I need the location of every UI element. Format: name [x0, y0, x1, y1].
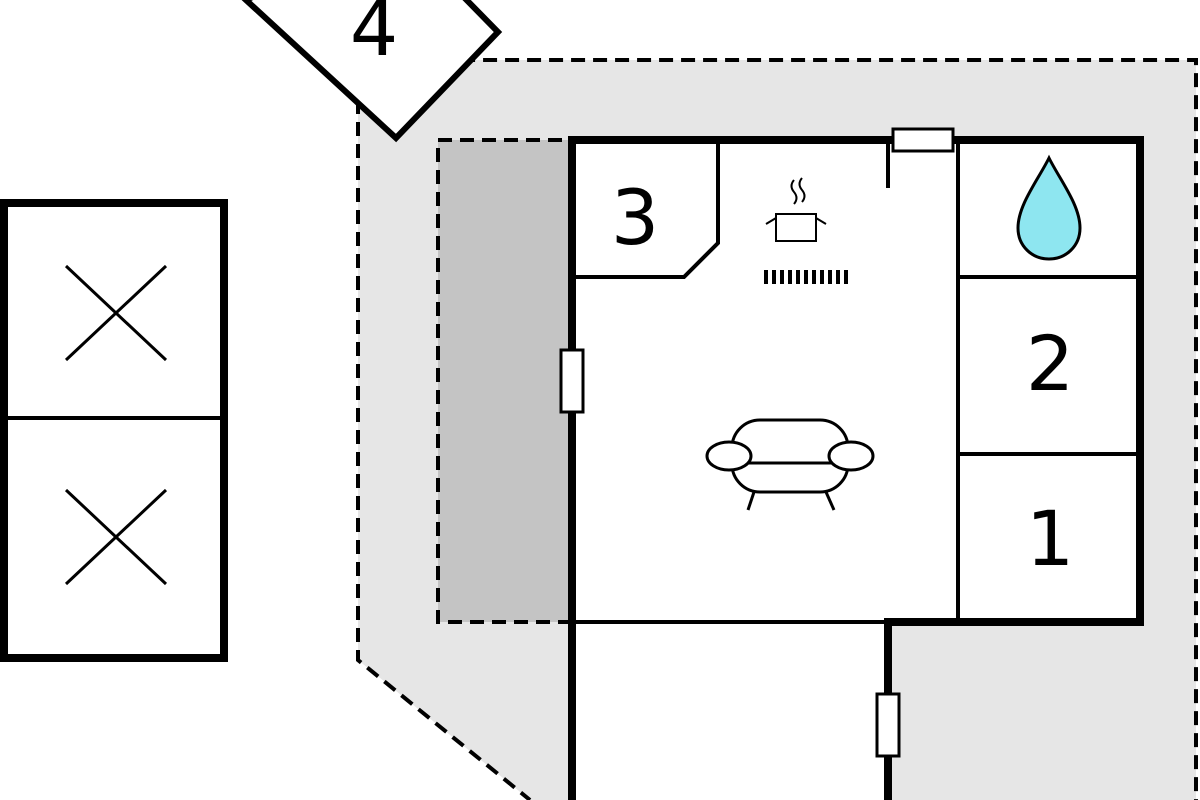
- covered-terrace: [436, 138, 574, 624]
- water-drop-icon: [1016, 154, 1082, 261]
- bedroom-block: [0, 199, 228, 662]
- terrace-dashed-border: [357, 58, 1198, 800]
- area-4-label: 4: [350, 0, 398, 73]
- bed-x-icon: [64, 488, 168, 586]
- hallway-interior: [572, 622, 888, 800]
- room-1-label: 1: [1026, 494, 1074, 583]
- terrace-dashed-border-left: [356, 100, 532, 800]
- area-4-diamond: [241, 0, 503, 143]
- door-icon: [875, 692, 901, 758]
- stove-icon: [764, 270, 848, 284]
- room-2-label: 2: [1026, 319, 1074, 408]
- door-icon: [559, 348, 585, 414]
- kitchen-pot-icon: [765, 177, 827, 242]
- room-3-label: 3: [611, 173, 659, 262]
- room-3-walls: [572, 140, 720, 279]
- bed-x-icon: [64, 264, 168, 362]
- sofa-icon: [705, 418, 875, 511]
- window-icon: [891, 127, 955, 153]
- house-walls: [568, 136, 1144, 800]
